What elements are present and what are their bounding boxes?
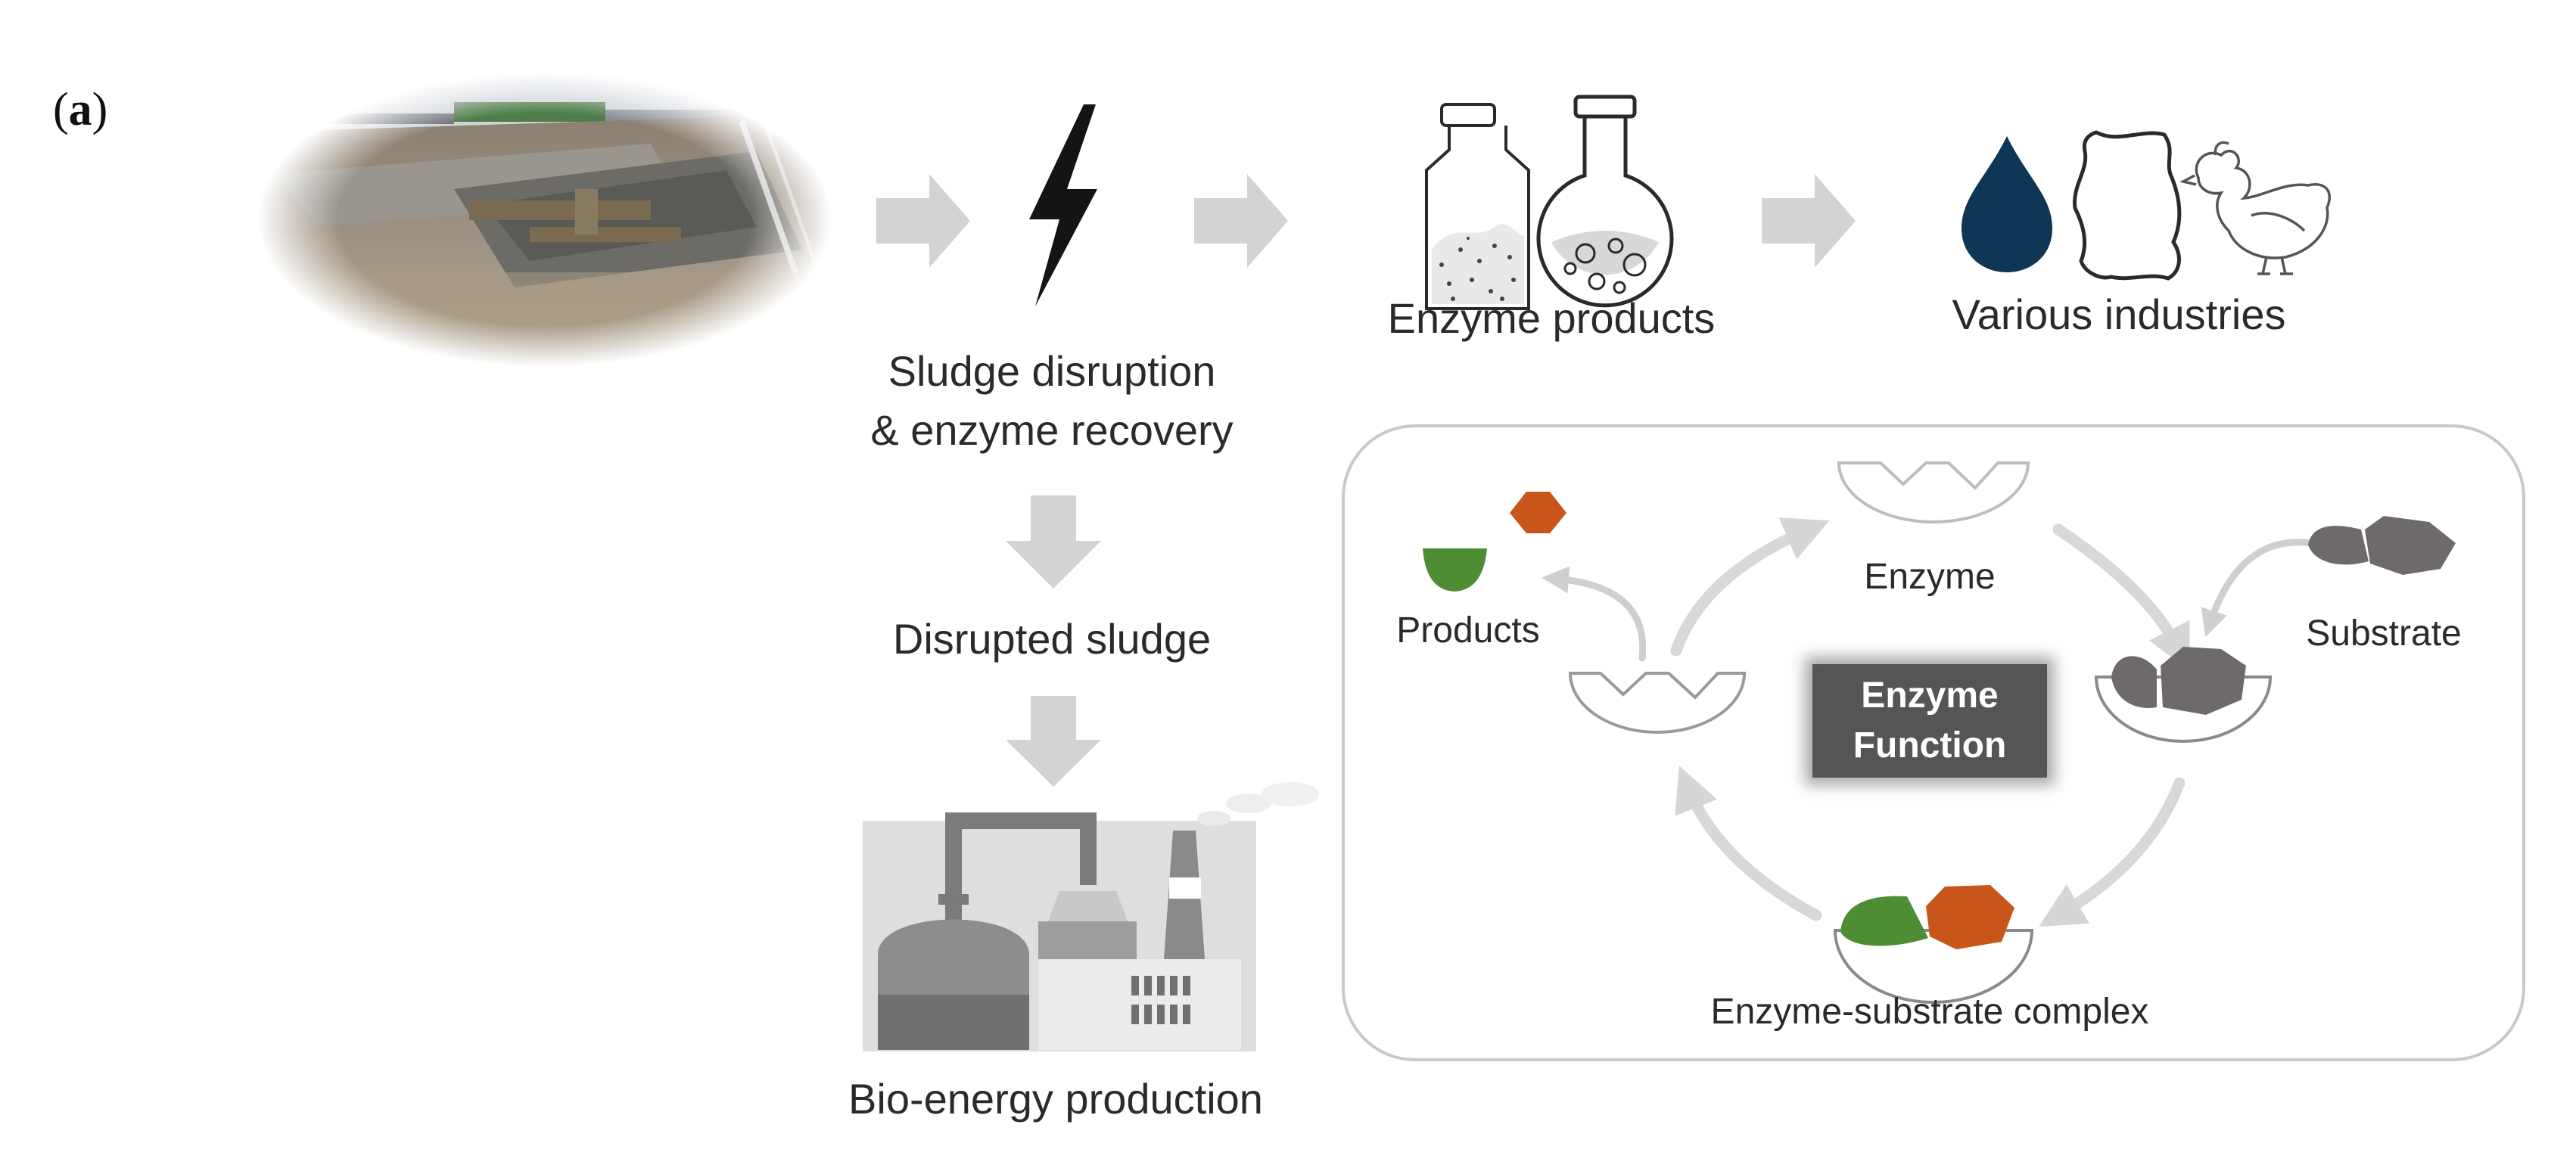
label-disrupted-sludge: Disrupted sludge (892, 615, 1212, 663)
bio-energy-factory-icon (863, 782, 1319, 1051)
label-enzyme-products: Enzyme products (1387, 294, 1716, 342)
arrow-disruption-to-products (1194, 174, 1288, 268)
product-green-shape (1423, 548, 1487, 592)
product-orange-shape (1510, 492, 1566, 533)
enzyme-shape-left (1568, 672, 1747, 734)
cycle-arrow-substrate-to-complex (2039, 777, 2186, 927)
enzyme-with-substrate (2094, 647, 2273, 743)
cycle-arrows (1670, 517, 2190, 927)
enzyme-function-box: Enzyme Function (1812, 664, 2047, 778)
enzyme-shape-top (1837, 461, 2030, 523)
label-enzyme-substrate-complex: Enzyme-substrate complex (1710, 992, 2149, 1032)
panel-letter: a (68, 84, 92, 135)
chicken-icon (2179, 141, 2331, 275)
label-substrate: Substrate (2306, 613, 2462, 654)
leather-hide-icon (2073, 130, 2182, 281)
cycle-arrow-products-to-enzyme (1670, 517, 1830, 657)
label-bio-energy-production: Bio-energy production (848, 1075, 1263, 1123)
cycle-arrow-complex-to-products (1675, 766, 1822, 921)
curved-arrow-substrate-in (2201, 539, 2316, 638)
panel-label: (a) (53, 84, 108, 135)
label-enzyme: Enzyme (1864, 557, 1996, 597)
arrow-down-to-bio-energy (1006, 696, 1101, 787)
arrow-products-to-industries (1762, 174, 1856, 268)
arrow-down-to-disrupted-sludge (1006, 495, 1101, 589)
round-flask-icon (1536, 95, 1674, 308)
water-drop-icon (1962, 136, 2052, 272)
wastewater-plant-photo (250, 68, 842, 371)
reagent-bottle-icon (1425, 103, 1530, 310)
cycle-arrow-enzyme-to-substrate (2052, 523, 2190, 671)
label-products: Products (1396, 610, 1540, 651)
enzyme-substrate-complex-shape (1833, 885, 2034, 1004)
substrate-shape (2308, 516, 2456, 575)
label-various-industries: Various industries (1952, 290, 2286, 338)
lightning-bolt-icon (1029, 104, 1097, 306)
flow-arrows (876, 174, 1856, 787)
curved-arrow-products-out (1542, 566, 1647, 662)
arrow-photo-to-disruption (876, 174, 970, 268)
label-sludge-disruption: Sludge disruption & enzyme recovery (870, 347, 1234, 454)
